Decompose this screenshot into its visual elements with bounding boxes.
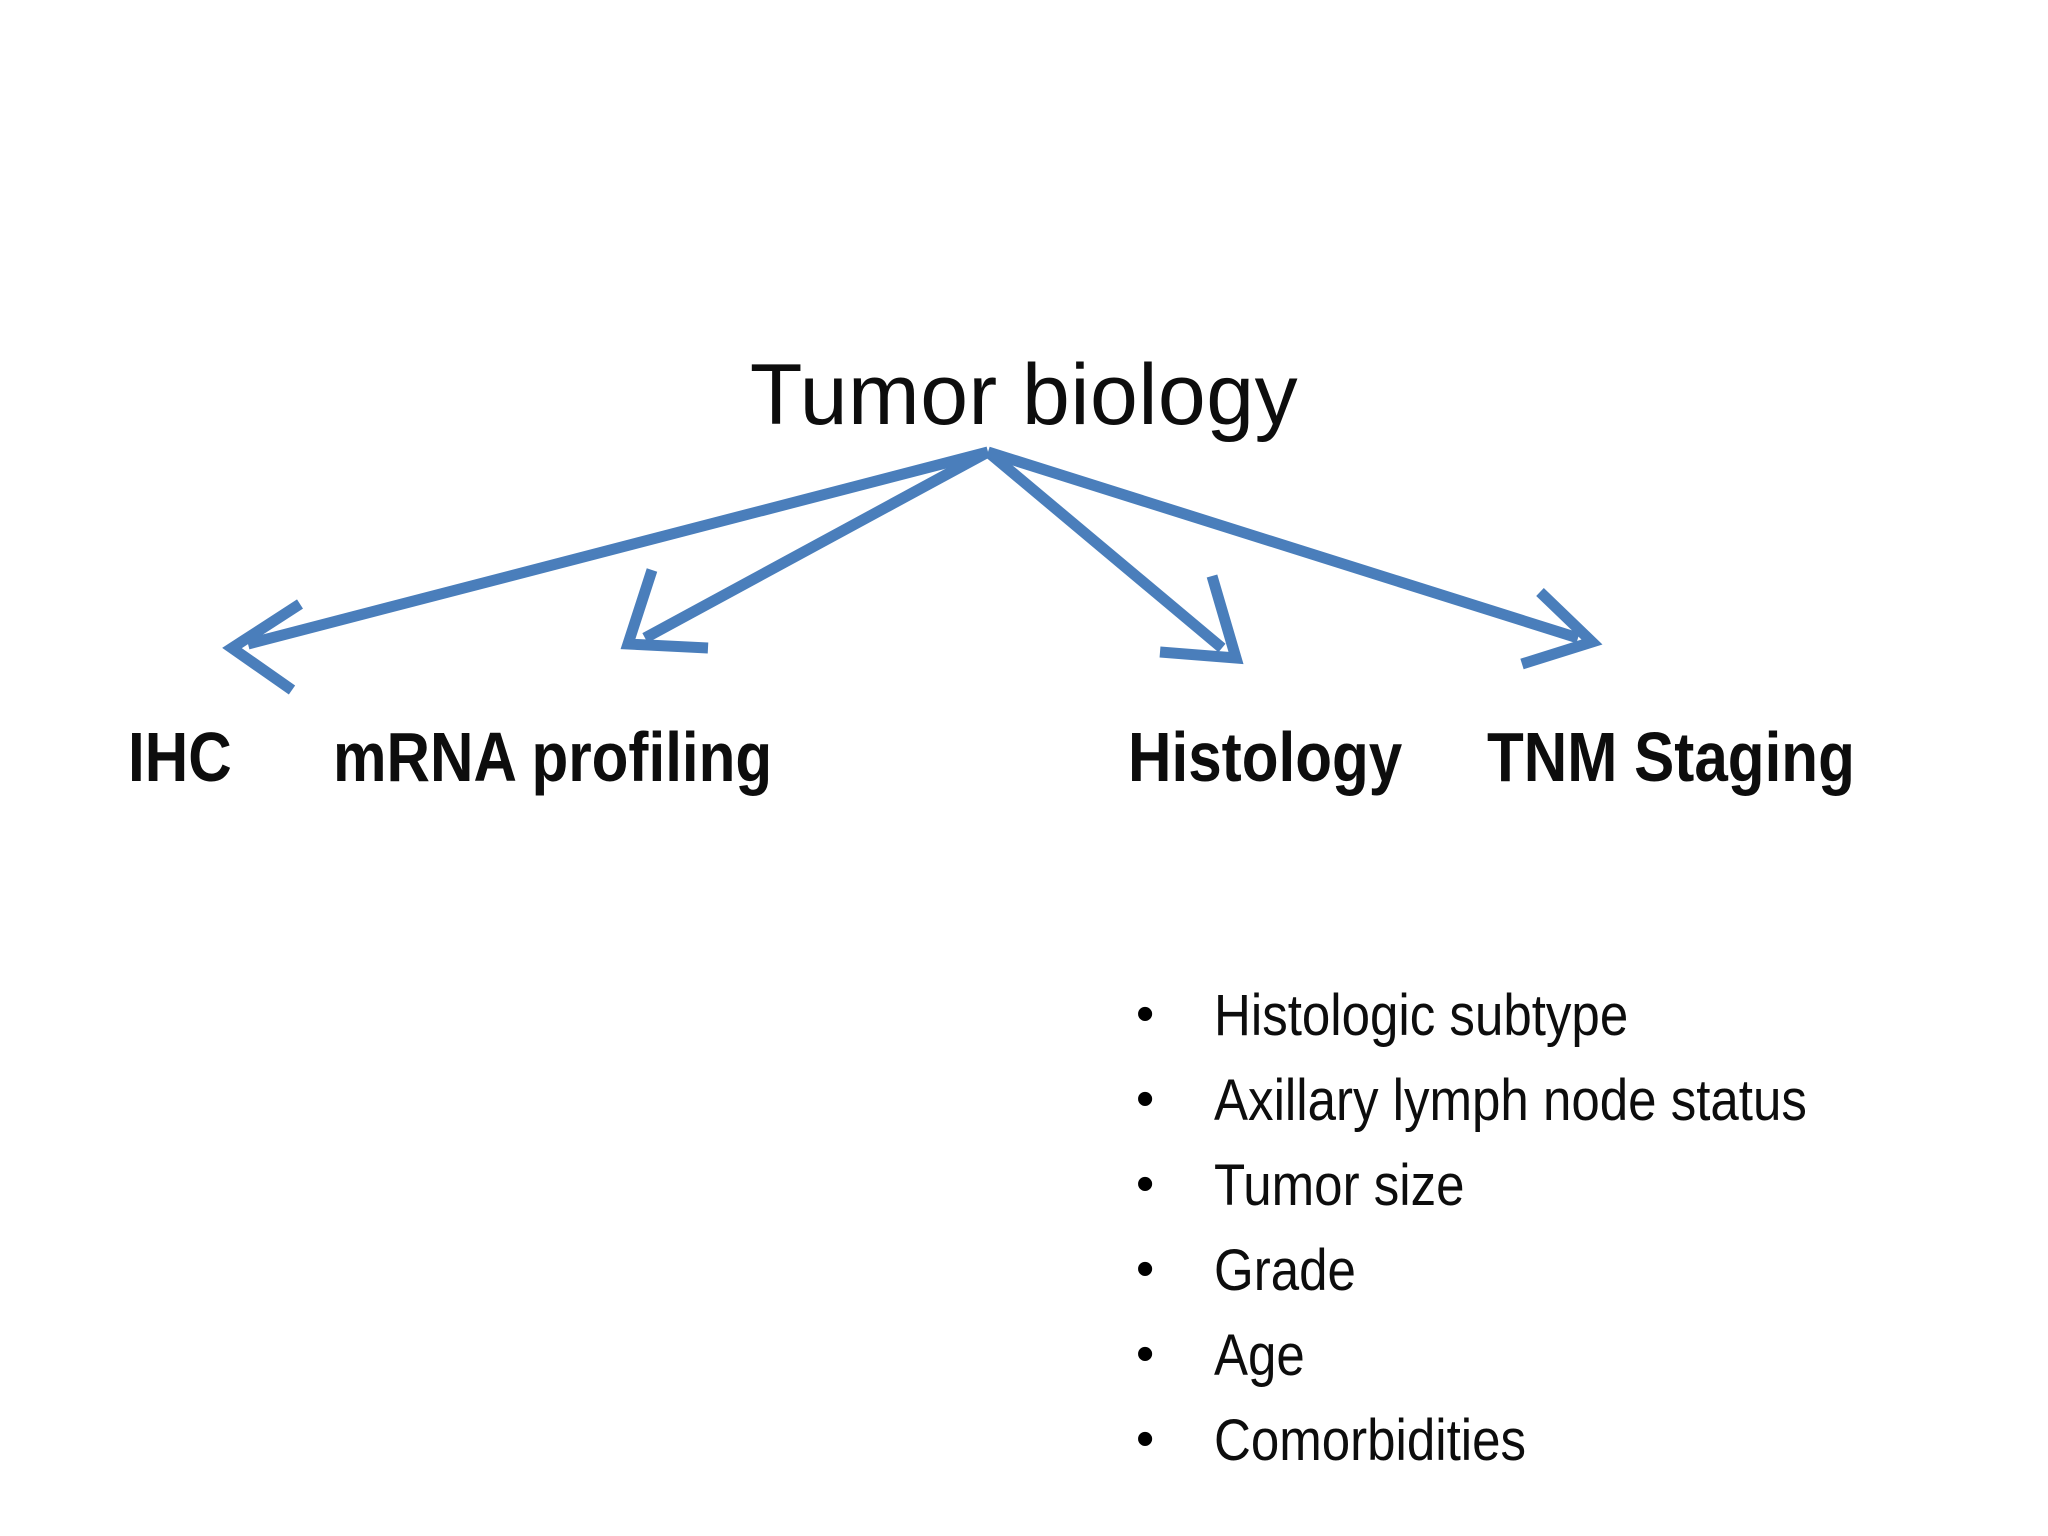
list-item: • Tumor size bbox=[1128, 1155, 1988, 1240]
arrow-to-mrna bbox=[620, 447, 991, 654]
bullet-marker-icon: • bbox=[1136, 985, 1155, 1043]
list-item-label: Histologic subtype bbox=[1214, 983, 1629, 1048]
list-item: • Comorbidities bbox=[1128, 1410, 1988, 1495]
bullet-marker-icon: • bbox=[1136, 1325, 1155, 1383]
list-item-label: Axillary lymph node status bbox=[1214, 1068, 1807, 1133]
bullet-marker-icon: • bbox=[1136, 1070, 1155, 1128]
bullet-marker-icon: • bbox=[1136, 1410, 1155, 1468]
branch-label-ihc: IHC bbox=[128, 718, 232, 796]
arrow-to-ihc bbox=[222, 446, 990, 695]
arrow-to-histology bbox=[984, 447, 1244, 665]
list-item-label: Tumor size bbox=[1214, 1153, 1465, 1218]
list-item: • Grade bbox=[1128, 1240, 1988, 1325]
list-item: • Histologic subtype bbox=[1128, 985, 1988, 1070]
bullet-marker-icon: • bbox=[1136, 1240, 1155, 1298]
list-item-label: Age bbox=[1214, 1323, 1305, 1388]
branch-label-tnm-staging: TNM Staging bbox=[1487, 718, 1855, 796]
list-item: • Age bbox=[1128, 1325, 1988, 1410]
bullet-list: • Histologic subtype • Axillary lymph no… bbox=[1128, 985, 1988, 1495]
branch-label-histology: Histology bbox=[1128, 718, 1403, 796]
branch-label-mrna-profiling: mRNA profiling bbox=[333, 718, 773, 796]
bullet-marker-icon: • bbox=[1136, 1155, 1155, 1213]
list-item-label: Comorbidities bbox=[1214, 1408, 1527, 1473]
list-item-label: Grade bbox=[1214, 1238, 1356, 1303]
list-item: • Axillary lymph node status bbox=[1128, 1070, 1988, 1155]
arrow-to-tnm bbox=[986, 446, 1603, 670]
page-title: Tumor biology bbox=[749, 347, 1299, 443]
